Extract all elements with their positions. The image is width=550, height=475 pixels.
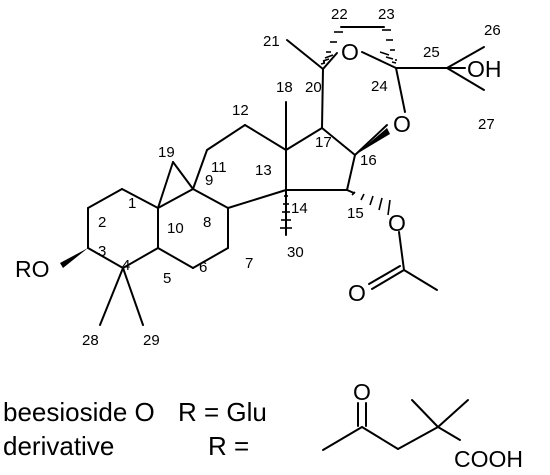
locant-5: 5 [163,270,171,287]
oxygen-atom-carbonyl: O [348,280,366,306]
locant-17: 17 [315,134,332,151]
hash-c24-o [379,51,397,64]
ro-group-label: RO [15,256,50,282]
locant-8: 8 [203,214,211,231]
locant-4: 4 [122,257,130,274]
hash-c20-c22 [323,31,343,63]
locant-18: 18 [276,79,293,96]
oxygen-atom-acetate: O [388,210,406,236]
locant-25: 25 [423,44,440,61]
locant-24: 24 [371,78,388,95]
locant-29: 29 [143,332,160,349]
side-chain-carboxyl: COOH [454,446,523,472]
ring-a [87,188,159,269]
legend-name-derivative: derivative [3,431,114,461]
ring-c [192,124,287,209]
carbon-locants: 1 2 3 4 5 6 7 8 9 10 11 12 13 14 15 16 1… [82,6,501,349]
side-chain-ketone-oxygen: O [353,379,371,405]
oxygen-atom-ring-16: O [393,111,411,137]
locant-12: 12 [232,102,249,119]
locant-21: 21 [263,33,280,50]
wedge-c3-o [60,248,88,268]
oxygen-atom-ring-e: O [341,39,359,65]
locant-19: 19 [158,144,175,161]
hash-c24-c23 [382,29,397,61]
legend-r-equals: R = [208,431,249,461]
ring-b [157,188,229,269]
derivative-side-chain: O COOH [322,379,523,472]
locant-30: 30 [287,244,304,261]
locant-22: 22 [331,6,348,23]
locant-9: 9 [205,172,213,189]
locant-20: 20 [305,79,322,96]
locant-13: 13 [255,162,272,179]
hydroxyl-label: OH [467,56,502,82]
locant-26: 26 [484,22,501,39]
heteroatom-labels: O O O O OH RO [15,39,502,306]
locant-1: 1 [128,195,136,212]
locant-7: 7 [245,255,253,272]
hash-c14-c30 [280,195,292,229]
ring-f-spiro [322,26,397,70]
ring-e-tetrahydrofuran [321,67,406,156]
wedge-c16-o [355,128,390,155]
locant-2: 2 [98,214,106,231]
locant-16: 16 [360,152,377,169]
locant-28: 28 [82,332,99,349]
hash-c20-o [320,54,334,65]
ring-d [285,127,356,191]
legend-r-glu: R = Glu [178,397,267,427]
locant-11: 11 [211,159,227,176]
locant-27: 27 [478,116,495,133]
legend-name-beesioside-o: beesioside O [3,397,155,427]
stereo-bonds [60,29,397,268]
cyclopropane-19 [157,161,194,209]
locant-14: 14 [291,200,308,217]
legend: beesioside O R = Glu derivative R = [3,397,267,461]
locant-3: 3 [98,243,106,260]
locant-6: 6 [199,259,207,276]
locant-10: 10 [167,220,184,237]
locant-15: 15 [347,205,364,222]
locant-23: 23 [378,6,395,23]
